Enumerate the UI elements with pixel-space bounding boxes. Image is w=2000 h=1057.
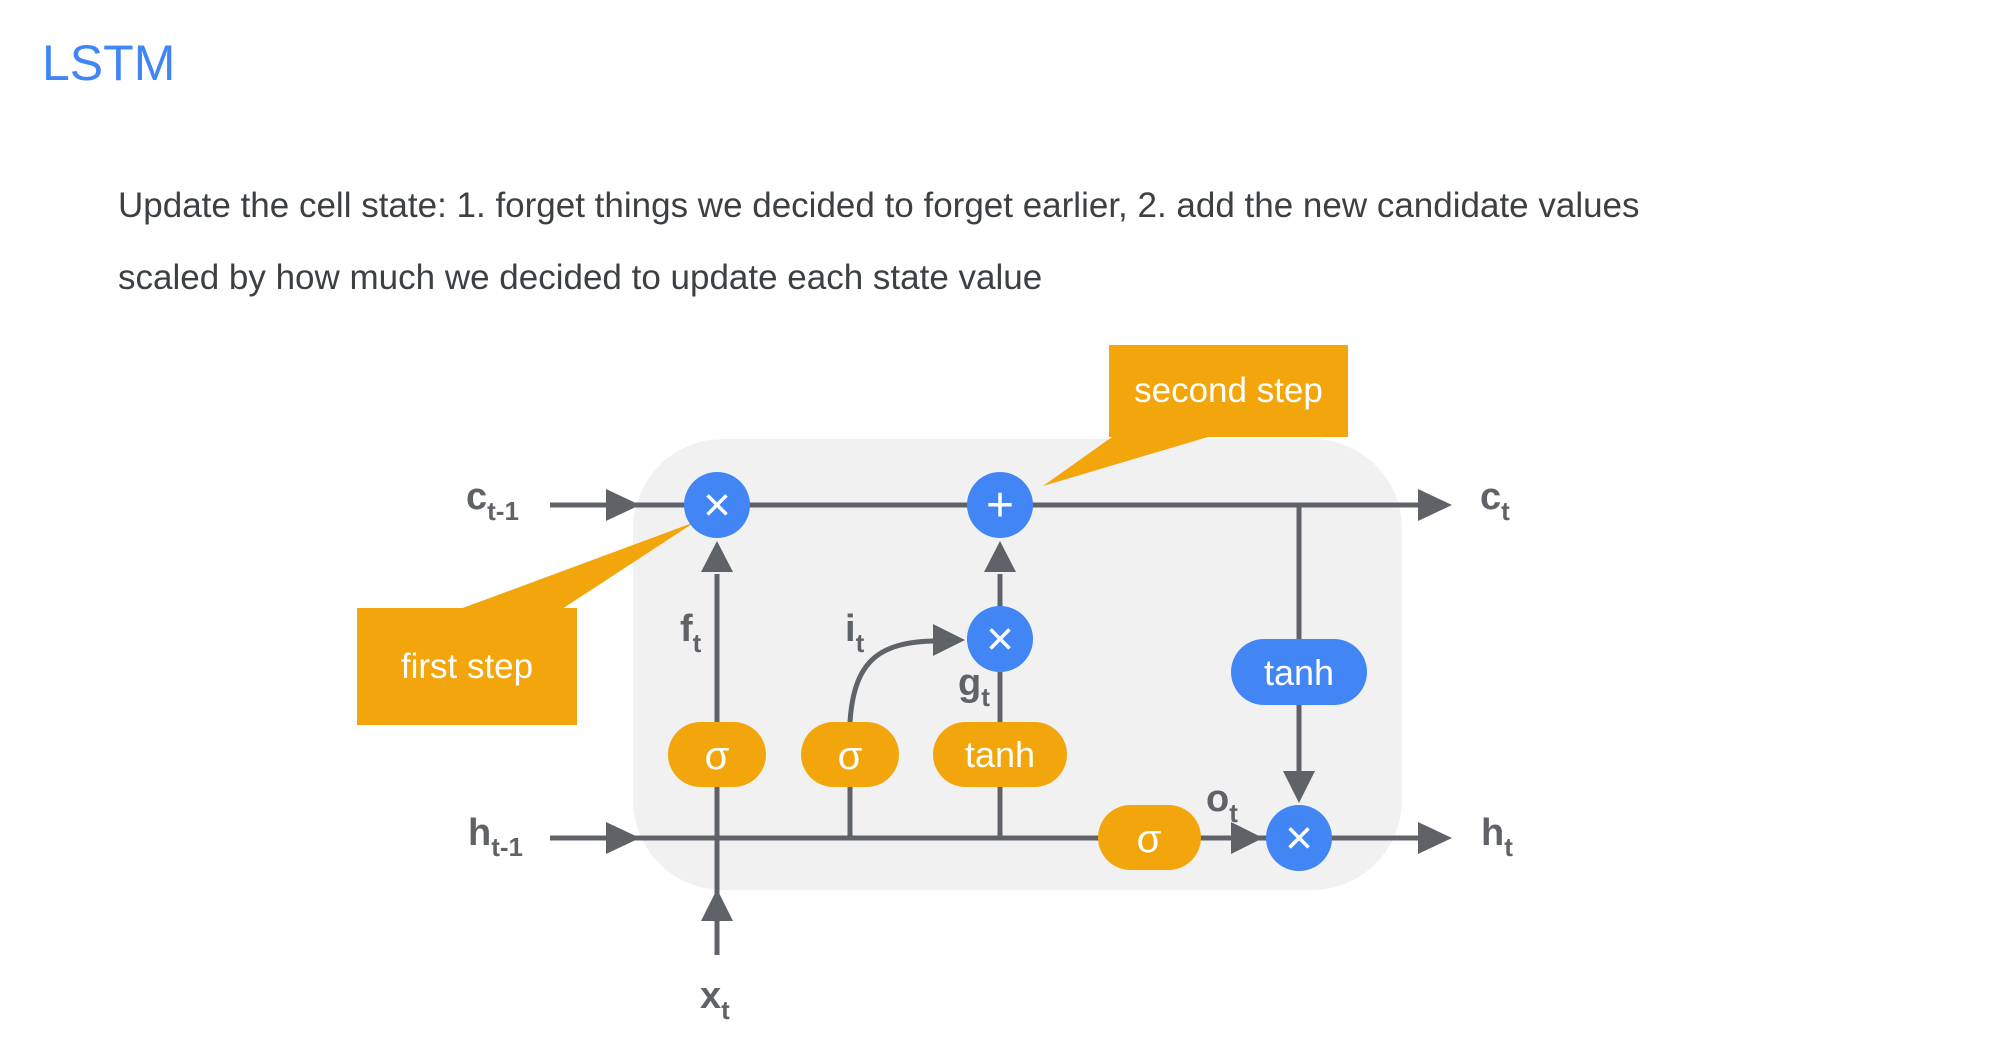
forget-multiply-symbol: × [703, 479, 731, 532]
first-step-callout-tail [460, 522, 695, 609]
label-f-t: ft [680, 608, 702, 658]
output-multiply-symbol: × [1285, 812, 1313, 865]
cell-state-output-arrowhead [1418, 489, 1452, 521]
input-multiply-arrowhead [933, 624, 965, 656]
wires [550, 489, 1452, 955]
operators: × + × × [684, 472, 1332, 871]
cell-state-input-arrowhead [606, 489, 640, 521]
forget-sigma-label: σ [705, 734, 730, 778]
x-input-arrowhead [701, 889, 733, 921]
label-c-prev: ct-1 [466, 476, 519, 526]
label-x-t: xt [700, 975, 730, 1025]
label-c-next: ct [1480, 476, 1510, 526]
input-multiply-symbol: × [986, 613, 1014, 666]
output-tanh-pill [1231, 639, 1367, 705]
slide-body-text: Update the cell state: 1. forget things … [118, 170, 1640, 314]
hidden-state-output-arrowhead [1418, 822, 1452, 854]
input-sigma-label: σ [838, 734, 863, 778]
input-multiply-node [967, 606, 1033, 672]
forget-multiply-node [684, 472, 750, 538]
add-arrowhead [984, 541, 1016, 572]
input-gate-curve [847, 638, 936, 723]
output-multiply-left-arrowhead [1231, 822, 1263, 854]
label-g-t: gt [958, 662, 990, 712]
add-node [967, 472, 1033, 538]
label-h-next: ht [1481, 812, 1513, 862]
forget-multiply-arrowhead [701, 541, 733, 572]
forget-sigma-gate [668, 722, 766, 787]
body-line-1: Update the cell state: 1. forget things … [118, 186, 1640, 225]
label-o-t: ot [1206, 778, 1238, 828]
candidate-tanh-gate [933, 722, 1067, 787]
input-sigma-gate [801, 722, 899, 787]
add-symbol: + [986, 479, 1014, 532]
output-sigma-gate [1098, 805, 1201, 870]
second-step-callout-tail [1043, 437, 1208, 486]
output-multiply-node [1266, 805, 1332, 871]
gates: σ σ tanh σ tanh [668, 639, 1367, 870]
hidden-state-input-arrowhead [606, 822, 640, 854]
label-i-t: it [845, 608, 865, 658]
output-multiply-down-arrowhead [1283, 771, 1315, 803]
first-step-callout: first step [357, 608, 577, 725]
slide-title: LSTM [42, 35, 176, 91]
output-sigma-label: σ [1137, 817, 1162, 861]
second-step-callout: second step [1109, 345, 1348, 437]
body-line-2: scaled by how much we decided to update … [118, 258, 1043, 297]
candidate-tanh-label: tanh [965, 734, 1035, 775]
output-tanh-label: tanh [1264, 652, 1334, 693]
label-h-prev: ht-1 [468, 812, 523, 862]
